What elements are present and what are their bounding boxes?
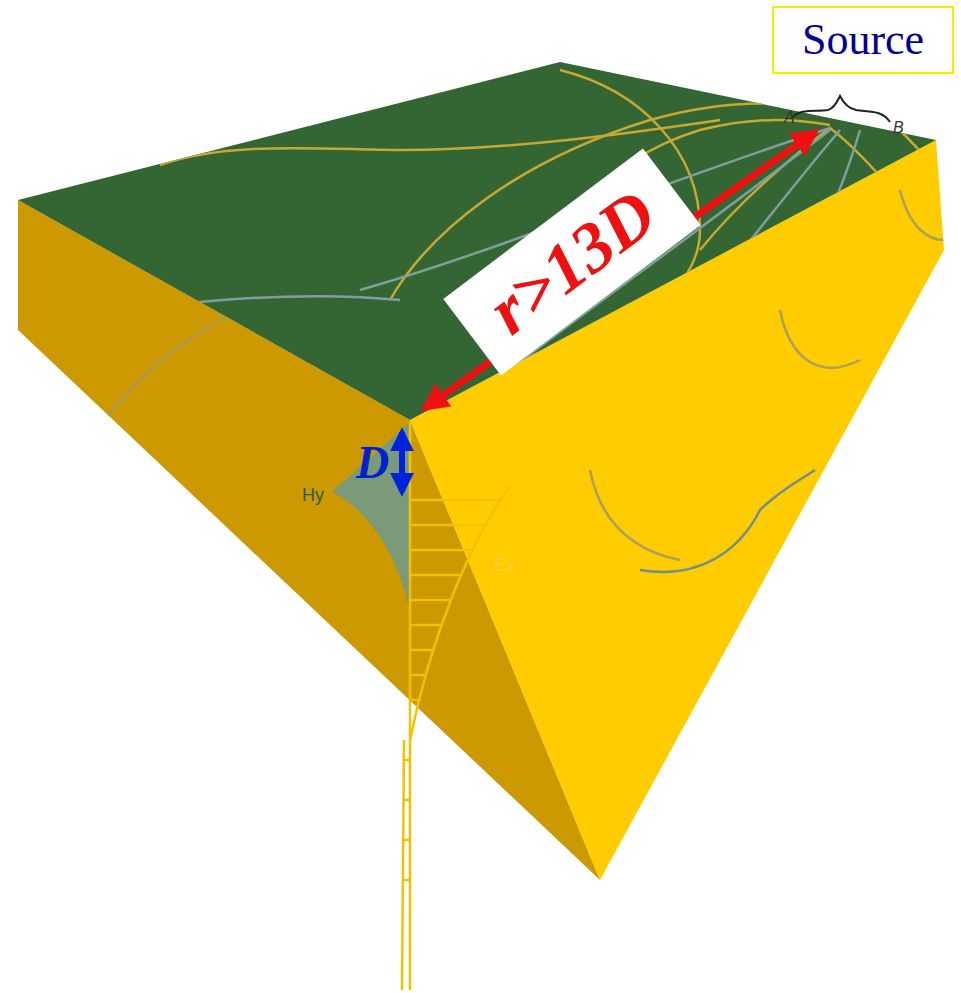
ex-profile [402,422,510,990]
depth-label: D [356,440,389,486]
source-label: Source [802,18,924,62]
distance-arrow [425,132,815,408]
terminal-label: A [784,110,795,126]
field-contours [30,70,936,410]
source-bracket [792,96,890,122]
field-component-label: Hy [302,486,324,504]
depth-arrow [399,432,405,492]
source-box: Source [772,6,954,74]
field-component-label: Ex [494,556,515,574]
terminal-label: B [893,120,904,136]
top-face [18,62,936,420]
side-contours [105,310,240,420]
hy-profile [332,422,410,612]
